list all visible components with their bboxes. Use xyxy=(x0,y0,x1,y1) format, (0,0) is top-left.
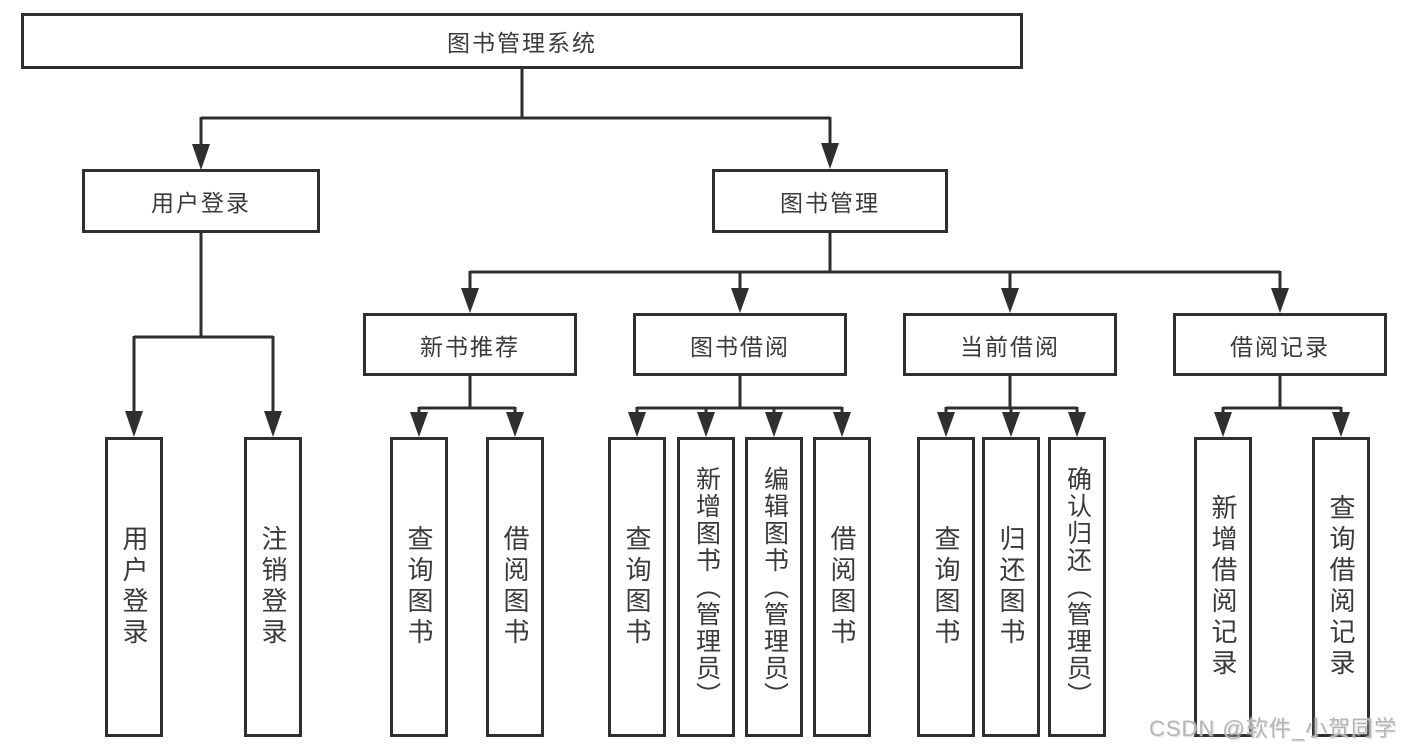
watermark: CSDN @软件_小贺同学 xyxy=(1148,716,1397,741)
tree-leaf-user-login: 用户登录 xyxy=(105,437,163,737)
tree-node-user-login: 用户登录 xyxy=(82,169,320,233)
arrowhead-icon xyxy=(192,144,210,170)
tree-leaf-borrow-books: 借阅图书 xyxy=(813,437,871,737)
arrowhead-icon xyxy=(937,412,955,437)
arrowhead-icon xyxy=(731,288,749,313)
tree-node-borrow-records: 借阅记录 xyxy=(1173,313,1387,376)
connector-book-mgmt xyxy=(468,233,1282,289)
tree-leaf-return-books: 归还图书 xyxy=(982,437,1040,737)
connector-user-login xyxy=(132,233,275,413)
arrowhead-icon xyxy=(1332,412,1350,437)
connector-current-borrow xyxy=(944,376,1079,414)
tree-leaf-add-books-admin: 新增图书（管理员） xyxy=(677,437,735,737)
tree-node-book-borrow: 图书借阅 xyxy=(633,313,847,376)
arrowhead-icon xyxy=(506,412,524,437)
connector-borrow-records xyxy=(1221,376,1343,414)
tree-leaf-add-borrow-record: 新增借阅记录 xyxy=(1194,437,1252,737)
arrowhead-icon xyxy=(628,412,646,437)
tree-leaf-query-books: 查询图书 xyxy=(608,437,666,737)
arrowhead-icon xyxy=(1271,288,1289,313)
tree-node-new-book-rec: 新书推荐 xyxy=(363,313,577,376)
connector-new-book xyxy=(417,376,517,414)
tree-leaf-edit-books-admin: 编辑图书（管理员） xyxy=(745,437,803,737)
arrowhead-icon xyxy=(1001,288,1019,313)
arrowhead-icon xyxy=(1214,412,1232,437)
arrowhead-icon xyxy=(461,288,479,313)
arrowhead-icon xyxy=(125,411,143,437)
arrowhead-icon xyxy=(765,412,783,437)
tree-leaf-logout: 注销登录 xyxy=(244,437,302,737)
connector-root xyxy=(199,69,832,146)
arrowhead-icon xyxy=(833,412,851,437)
tree-leaf-confirm-return-admin: 确认归还（管理员） xyxy=(1048,437,1106,737)
arrowhead-icon xyxy=(1002,412,1020,437)
tree-leaf-query-borrow-record: 查询借阅记录 xyxy=(1312,437,1370,737)
connector-book-borrow xyxy=(635,376,844,414)
tree-node-current-borrow: 当前借阅 xyxy=(903,313,1117,376)
tree-node-root: 图书管理系统 xyxy=(21,13,1023,69)
tree-leaf-query-books-rec: 查询图书 xyxy=(390,437,448,737)
arrowhead-icon xyxy=(1068,412,1086,437)
arrowhead-icon xyxy=(821,143,839,169)
arrowhead-icon xyxy=(264,411,282,437)
arrowhead-icon xyxy=(697,412,715,437)
tree-node-book-mgmt: 图书管理 xyxy=(712,169,948,233)
arrowhead-icon xyxy=(410,412,428,437)
tree-leaf-borrow-books-rec: 借阅图书 xyxy=(486,437,544,737)
tree-leaf-query-books-current: 查询图书 xyxy=(917,437,975,737)
